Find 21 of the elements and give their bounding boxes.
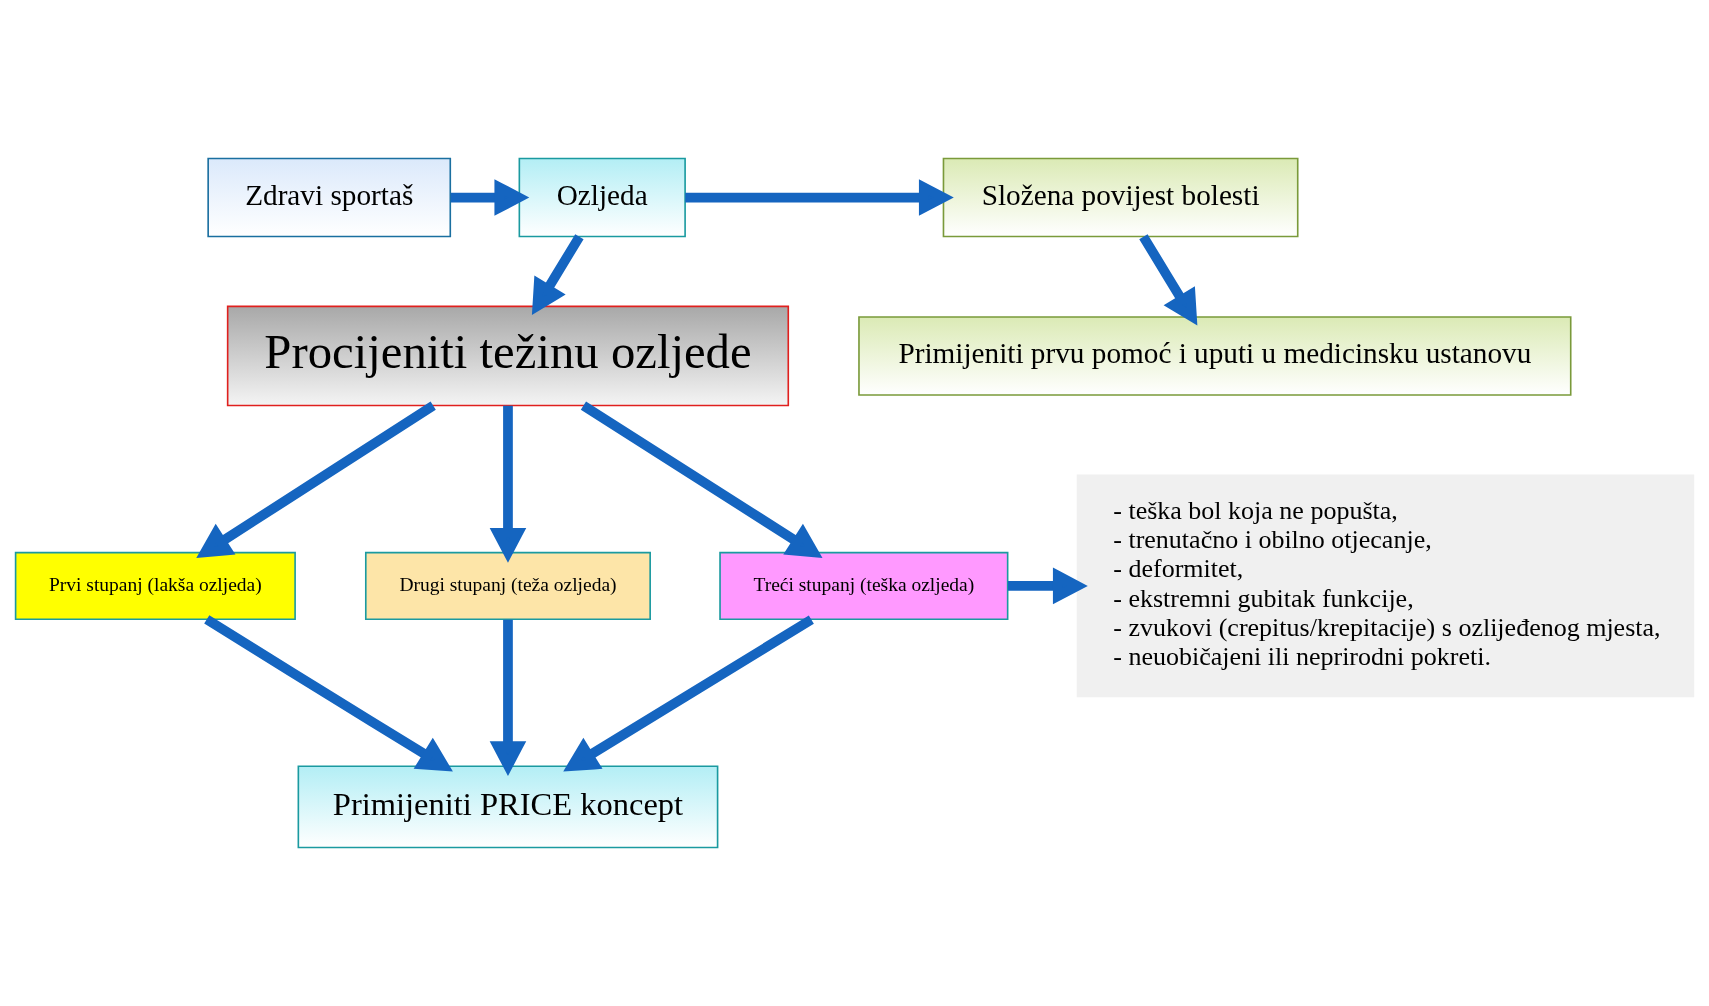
arrow <box>196 401 436 558</box>
node-box: Drugi stupanj (teža ozljeda) <box>364 551 651 620</box>
arrow <box>685 179 954 216</box>
node-box: Složena povijest bolesti <box>942 157 1299 238</box>
arrow <box>489 405 527 563</box>
node-box: Ozljeda <box>518 157 686 238</box>
arrow <box>1139 234 1198 326</box>
node-box: Treći stupanj (teška ozljeda) <box>719 551 1009 620</box>
node-box: Procijeniti težinu ozljede <box>226 305 790 407</box>
arrow <box>489 619 527 777</box>
node-box: Primijeniti prvu pomoć i uputi u medicinsku ustanovu <box>858 316 1572 396</box>
arrow <box>563 615 814 772</box>
arrow <box>531 234 584 315</box>
arrow <box>450 179 530 216</box>
arrow <box>204 615 453 772</box>
arrow <box>580 401 823 558</box>
node-box: Zdravi sportaš <box>207 157 452 238</box>
node-box: Prvi stupanj (lakša ozljeda) <box>14 551 296 620</box>
node-box: - teška bol koja ne popušta, - trenutačno i obilno otjecanje, - deformitet, - ekstremni gubitak funkcije, - zvukovi (crepitus/krepitacije) s ozlijeđenog mjesta, - neuobičajeni ili neprirodni pokreti. <box>1076 474 1695 698</box>
arrow <box>1008 567 1088 605</box>
node-box: Primijeniti PRICE koncept <box>297 765 719 849</box>
